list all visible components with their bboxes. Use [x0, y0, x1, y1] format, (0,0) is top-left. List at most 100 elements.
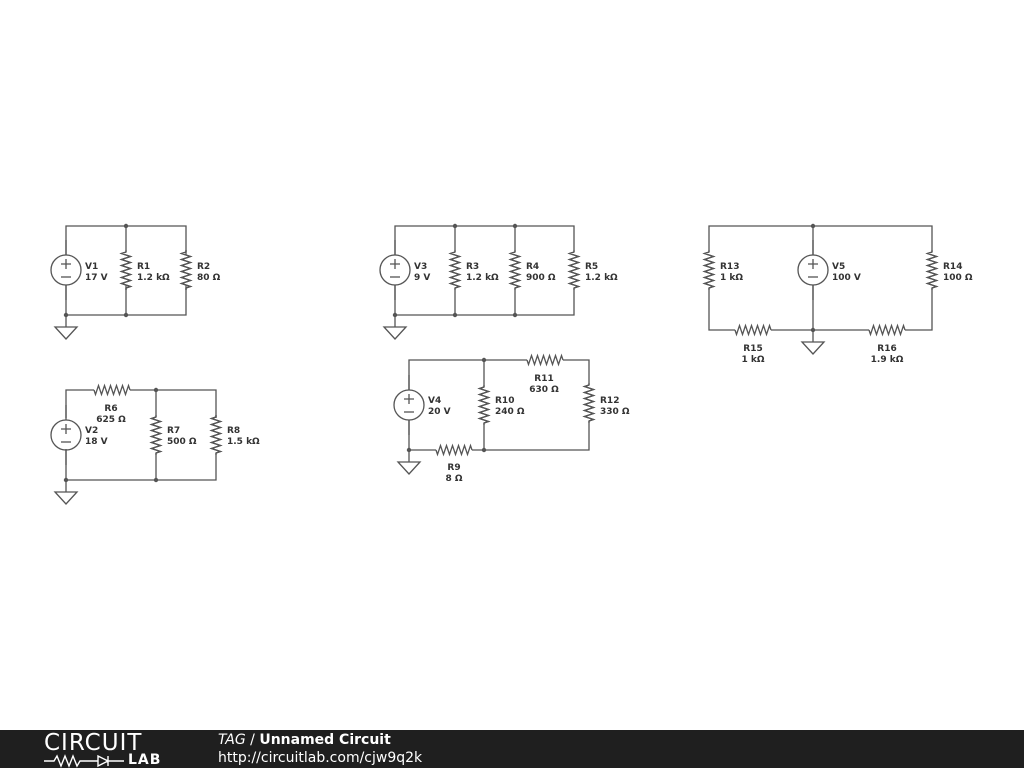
resistor-r6[interactable]: [93, 383, 131, 397]
component-value: 17 V: [85, 273, 108, 283]
resistor-r8[interactable]: [209, 415, 223, 455]
resistor-r4[interactable]: [508, 250, 522, 290]
wire[interactable]: [65, 449, 217, 481]
component-name: R10: [495, 396, 514, 406]
footer-bar: CIRCUIT LAB TAG / Unnamed Circuit http:/…: [0, 730, 1024, 768]
plus-sign: [61, 424, 71, 434]
wire[interactable]: [708, 290, 735, 331]
resistor-r1[interactable]: [119, 250, 133, 290]
resistor-r2[interactable]: [179, 250, 193, 290]
resistor-r15[interactable]: [734, 323, 772, 337]
plus-sign: [390, 259, 400, 269]
component-name: R13: [720, 262, 739, 272]
logo-text-lab: LAB: [128, 752, 162, 768]
voltage-source-v3[interactable]: [379, 240, 411, 300]
wire[interactable]: [408, 420, 436, 451]
voltage-source-v2[interactable]: [50, 405, 82, 465]
wire[interactable]: [563, 359, 590, 383]
component-value: 240 Ω: [495, 407, 525, 417]
wire[interactable]: [65, 389, 94, 418]
voltage-source-v5[interactable]: [797, 240, 829, 300]
component-value: 9 V: [414, 273, 430, 283]
junction-dot: [512, 312, 518, 318]
wire[interactable]: [130, 389, 217, 418]
component-name: R11: [534, 374, 553, 384]
ground-icon[interactable]: [382, 315, 408, 340]
resistor-r11[interactable]: [526, 353, 564, 367]
component-value: 330 Ω: [600, 407, 630, 417]
resistor-r14[interactable]: [925, 250, 939, 290]
wire[interactable]: [394, 285, 575, 316]
resistor-r16[interactable]: [868, 323, 906, 337]
component-value: 18 V: [85, 437, 108, 447]
component-name: R5: [585, 262, 598, 272]
component-name: R2: [197, 262, 210, 272]
wire[interactable]: [408, 359, 527, 390]
ground-icon[interactable]: [396, 450, 422, 475]
logo-text-circuit: CIRCUIT: [44, 730, 143, 756]
wire[interactable]: [708, 225, 933, 250]
component-value: 1 kΩ: [720, 273, 743, 283]
wire[interactable]: [905, 290, 933, 331]
component-name: R6: [104, 404, 117, 414]
ground-icon[interactable]: [53, 315, 79, 340]
component-name: R4: [526, 262, 539, 272]
resistor-r9[interactable]: [435, 443, 473, 457]
plus-sign: [404, 394, 414, 404]
wire[interactable]: [394, 225, 575, 255]
junction-dot: [452, 223, 458, 229]
plus-sign: [61, 259, 71, 269]
voltage-source-v1[interactable]: [50, 240, 82, 300]
junction-dot: [123, 312, 129, 318]
circuit-url[interactable]: http://circuitlab.com/cjw9q2k: [218, 750, 423, 766]
ground-icon[interactable]: [800, 330, 826, 355]
resistor-r7[interactable]: [149, 415, 163, 455]
component-name: R14: [943, 262, 962, 272]
wire[interactable]: [472, 423, 590, 451]
component-value: 100 Ω: [943, 273, 973, 283]
component-value: 1.2 kΩ: [466, 273, 499, 283]
resistor-r12[interactable]: [582, 383, 596, 423]
ground-icon[interactable]: [53, 480, 79, 505]
component-value: 1.5 kΩ: [227, 437, 260, 447]
author-tag[interactable]: TAG: [218, 732, 246, 748]
junction-dot: [481, 357, 487, 363]
circuitlab-logo[interactable]: CIRCUIT LAB: [44, 730, 184, 768]
resistor-r10[interactable]: [477, 385, 491, 425]
component-name: V4: [428, 396, 441, 406]
junction-dot: [810, 223, 816, 229]
component-name: R9: [447, 463, 460, 473]
circuit-title: TAG / Unnamed Circuit: [218, 731, 391, 749]
junction-dot: [153, 387, 159, 393]
component-name: R12: [600, 396, 619, 406]
resistor-r3[interactable]: [448, 250, 462, 290]
resistor-r5[interactable]: [567, 250, 581, 290]
component-value: 900 Ω: [526, 273, 556, 283]
resistor-r13[interactable]: [702, 250, 716, 290]
component-name: R16: [877, 344, 896, 354]
voltage-source-v4[interactable]: [393, 375, 425, 435]
junction-dot: [481, 447, 487, 453]
plus-sign: [808, 259, 818, 269]
component-value: 630 Ω: [529, 385, 559, 395]
